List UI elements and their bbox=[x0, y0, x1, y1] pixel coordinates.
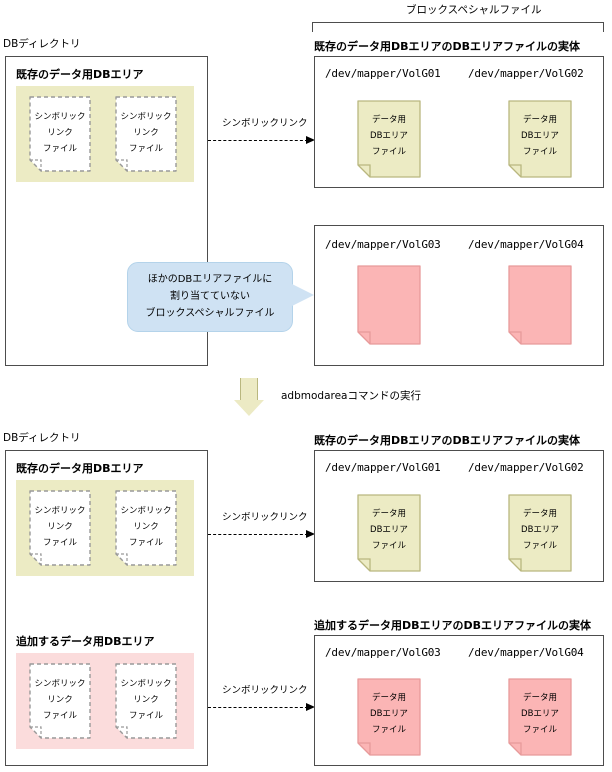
transition-arrow-stem bbox=[240, 378, 258, 400]
after-existing-path-1: /dev/mapper/VolG01 bbox=[325, 461, 441, 474]
symlink-line-2: リンク bbox=[47, 522, 73, 532]
data-file-line-1: データ用 bbox=[371, 115, 406, 125]
after-symlink-arrow-label-existing: シンボリックリンク bbox=[222, 512, 308, 523]
callout-line-1: ほかのDBエリアファイルに bbox=[147, 274, 273, 285]
data-file-line-2: DBエリア bbox=[370, 709, 408, 719]
before-symlink-file-2: シンボリック リンク ファイル bbox=[115, 96, 177, 172]
data-file-icon bbox=[357, 678, 421, 756]
data-file-line-2: DBエリア bbox=[370, 525, 408, 535]
before-unassigned-path-2: /dev/mapper/VolG04 bbox=[468, 238, 584, 251]
after-entity-header-existing: 既存のデータ用DBエリアのDBエリアファイルの実体 bbox=[314, 434, 581, 447]
symlink-line-3: ファイル bbox=[128, 538, 163, 548]
data-file-line-2: DBエリア bbox=[521, 131, 559, 141]
data-file-line-2: DBエリア bbox=[521, 709, 559, 719]
after-symlink-arrow-head-added bbox=[306, 703, 315, 711]
before-unassigned-file-2 bbox=[508, 265, 572, 345]
symlink-file-icon bbox=[115, 490, 177, 566]
symlink-line-3: ファイル bbox=[42, 144, 77, 154]
block-special-file-bracket bbox=[312, 22, 604, 32]
data-file-line-1: データ用 bbox=[371, 693, 406, 703]
block-special-file-icon bbox=[357, 265, 421, 345]
before-data-file-2: データ用 DBエリア ファイル bbox=[508, 100, 572, 178]
after-added-area-label: 追加するデータ用DBエリア bbox=[16, 635, 155, 648]
after-added-symlink-2: シンボリック リンク ファイル bbox=[115, 663, 177, 739]
after-added-symlink-1: シンボリック リンク ファイル bbox=[29, 663, 91, 739]
symlink-file-icon bbox=[29, 663, 91, 739]
symlink-line-3: ファイル bbox=[42, 711, 77, 721]
data-file-line-3: ファイル bbox=[522, 725, 557, 735]
after-existing-data-file-1: データ用 DBエリア ファイル bbox=[357, 494, 421, 572]
data-file-line-3: ファイル bbox=[522, 147, 557, 157]
data-file-line-3: ファイル bbox=[371, 541, 406, 551]
data-file-icon bbox=[357, 100, 421, 178]
symlink-line-2: リンク bbox=[133, 695, 159, 705]
data-file-icon bbox=[508, 678, 572, 756]
callout-balloon-tail bbox=[292, 284, 314, 306]
block-special-file-title: ブロックスペシャルファイル bbox=[406, 4, 542, 16]
before-db-directory-label: DBディレクトリ bbox=[3, 38, 81, 50]
after-symlink-arrow-line-existing bbox=[208, 534, 308, 535]
after-existing-area-label: 既存のデータ用DBエリア bbox=[16, 462, 144, 475]
symlink-line-2: リンク bbox=[47, 128, 73, 138]
symlink-line-1: シンボリック bbox=[120, 506, 172, 516]
before-unassigned-file-1 bbox=[357, 265, 421, 345]
before-symlink-arrow-line bbox=[208, 140, 308, 141]
block-special-file-icon bbox=[508, 265, 572, 345]
data-file-line-2: DBエリア bbox=[370, 131, 408, 141]
data-file-icon bbox=[357, 494, 421, 572]
data-file-icon bbox=[508, 494, 572, 572]
before-symlink-arrow-label: シンボリックリンク bbox=[222, 118, 308, 129]
after-symlink-arrow-label-added: シンボリックリンク bbox=[222, 685, 308, 696]
after-existing-symlink-1: シンボリック リンク ファイル bbox=[29, 490, 91, 566]
before-symlink-arrow-head bbox=[306, 136, 315, 144]
after-db-directory-label: DBディレクトリ bbox=[3, 432, 81, 444]
after-added-path-2: /dev/mapper/VolG04 bbox=[468, 646, 584, 659]
symlink-line-1: シンボリック bbox=[34, 679, 86, 689]
after-symlink-arrow-head-existing bbox=[306, 530, 315, 538]
transition-command-label: adbmodareaコマンドの実行 bbox=[281, 390, 421, 402]
symlink-line-1: シンボリック bbox=[120, 679, 172, 689]
data-file-icon bbox=[508, 100, 572, 178]
after-existing-data-file-2: データ用 DBエリア ファイル bbox=[508, 494, 572, 572]
before-entity-header: 既存のデータ用DBエリアのDBエリアファイルの実体 bbox=[314, 40, 581, 53]
after-symlink-arrow-line-added bbox=[208, 707, 308, 708]
data-file-line-1: データ用 bbox=[522, 693, 557, 703]
after-added-path-1: /dev/mapper/VolG03 bbox=[325, 646, 441, 659]
data-file-line-2: DBエリア bbox=[521, 525, 559, 535]
data-file-line-1: データ用 bbox=[371, 509, 406, 519]
data-file-line-3: ファイル bbox=[522, 541, 557, 551]
before-unassigned-path-1: /dev/mapper/VolG03 bbox=[325, 238, 441, 251]
data-file-line-1: データ用 bbox=[522, 509, 557, 519]
symlink-file-icon bbox=[115, 663, 177, 739]
symlink-line-2: リンク bbox=[47, 695, 73, 705]
symlink-file-icon bbox=[115, 96, 177, 172]
data-file-line-3: ファイル bbox=[371, 725, 406, 735]
symlink-line-1: シンボリック bbox=[34, 112, 86, 122]
after-added-data-file-2: データ用 DBエリア ファイル bbox=[508, 678, 572, 756]
after-existing-symlink-2: シンボリック リンク ファイル bbox=[115, 490, 177, 566]
symlink-line-2: リンク bbox=[133, 522, 159, 532]
callout-line-2: 割り当てていない bbox=[170, 291, 250, 302]
symlink-line-3: ファイル bbox=[128, 711, 163, 721]
before-existing-area-label: 既存のデータ用DBエリア bbox=[16, 68, 144, 81]
symlink-file-icon bbox=[29, 490, 91, 566]
before-device-path-1: /dev/mapper/VolG01 bbox=[325, 67, 441, 80]
unassigned-callout-balloon: ほかのDBエリアファイルに 割り当てていない ブロックスペシャルファイル bbox=[127, 262, 293, 332]
before-device-path-2: /dev/mapper/VolG02 bbox=[468, 67, 584, 80]
callout-line-3: ブロックスペシャルファイル bbox=[145, 308, 275, 319]
after-entity-header-added: 追加するデータ用DBエリアのDBエリアファイルの実体 bbox=[314, 619, 592, 632]
data-file-line-3: ファイル bbox=[371, 147, 406, 157]
symlink-line-1: シンボリック bbox=[120, 112, 172, 122]
data-file-line-1: データ用 bbox=[522, 115, 557, 125]
symlink-line-2: リンク bbox=[133, 128, 159, 138]
symlink-line-3: ファイル bbox=[42, 538, 77, 548]
before-data-file-1: データ用 DBエリア ファイル bbox=[357, 100, 421, 178]
before-symlink-file-1: シンボリック リンク ファイル bbox=[29, 96, 91, 172]
symlink-line-3: ファイル bbox=[128, 144, 163, 154]
after-existing-path-2: /dev/mapper/VolG02 bbox=[468, 461, 584, 474]
symlink-line-1: シンボリック bbox=[34, 506, 86, 516]
transition-arrow-head bbox=[234, 400, 264, 416]
after-added-data-file-1: データ用 DBエリア ファイル bbox=[357, 678, 421, 756]
symlink-file-icon bbox=[29, 96, 91, 172]
